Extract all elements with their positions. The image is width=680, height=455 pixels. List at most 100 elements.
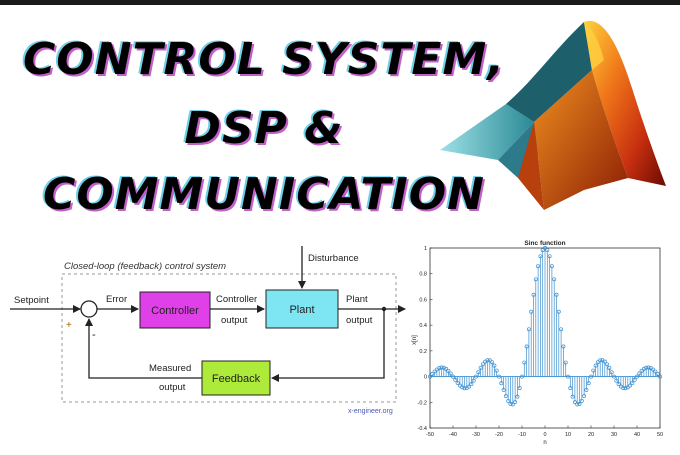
stem-marker xyxy=(510,402,515,407)
stem-marker xyxy=(526,327,531,332)
measured-output-label-1: Measured xyxy=(149,363,191,374)
stem-marker xyxy=(635,374,639,379)
stem-marker xyxy=(609,370,614,375)
stem-marker xyxy=(591,368,596,373)
stem-marker xyxy=(455,380,460,385)
stem-marker xyxy=(595,360,600,365)
stem-marker xyxy=(577,401,582,406)
stem-marker xyxy=(632,377,637,382)
stem-marker xyxy=(494,368,499,373)
stem-marker xyxy=(584,387,589,392)
stem-marker xyxy=(522,360,527,365)
stem-marker xyxy=(614,378,619,383)
stem-marker xyxy=(533,277,538,282)
error-label: Error xyxy=(106,294,127,305)
disturbance-label: Disturbance xyxy=(308,253,359,264)
stem-marker xyxy=(453,377,458,382)
sum-plus-sign: + xyxy=(66,320,72,331)
diagram-credit: x-engineer.org xyxy=(348,408,393,415)
stem-marker xyxy=(492,363,497,368)
stem-marker xyxy=(471,378,476,383)
stem-marker xyxy=(637,371,642,376)
stem-marker xyxy=(432,369,437,374)
summing-junction xyxy=(80,300,98,318)
stem-marker xyxy=(612,374,616,379)
stem-marker xyxy=(487,358,492,363)
stem-marker xyxy=(593,363,598,368)
stem-marker xyxy=(536,264,541,269)
stem-marker xyxy=(430,372,435,376)
control-block-diagram: Closed-loop (feedback) control system Se… xyxy=(10,246,406,415)
setpoint-label: Setpoint xyxy=(14,295,49,306)
plant-output-label-1: Plant xyxy=(346,294,368,305)
stem-marker xyxy=(568,386,573,391)
stem-marker xyxy=(628,383,633,388)
y-tick-label: 0.6 xyxy=(419,297,427,303)
x-tick-label: 30 xyxy=(611,432,617,438)
stem-marker xyxy=(554,292,559,297)
stem-marker xyxy=(474,374,478,379)
stem-marker xyxy=(480,362,485,367)
stem-marker xyxy=(605,362,610,367)
measured-output-label-2: output xyxy=(159,382,186,393)
y-tick-label: 1 xyxy=(424,246,427,252)
y-tick-label: 0.4 xyxy=(419,323,427,329)
system-boundary xyxy=(61,273,397,403)
stem-marker xyxy=(439,365,444,370)
controller-block xyxy=(139,291,211,329)
matlab-logo xyxy=(440,20,666,210)
stem-marker xyxy=(508,401,513,406)
x-tick-label: 20 xyxy=(588,432,594,438)
x-tick-label: 40 xyxy=(634,432,640,438)
x-tick-label: 0 xyxy=(543,432,546,438)
stem-marker xyxy=(570,394,575,399)
diagram-title: Closed-loop (feedback) control system xyxy=(64,261,226,272)
stem-marker xyxy=(499,381,504,386)
stem-marker xyxy=(579,398,584,403)
x-tick-label: 50 xyxy=(657,432,663,438)
x-tick-label: -20 xyxy=(495,432,503,438)
stem-marker xyxy=(545,248,550,253)
x-tick-label: -50 xyxy=(426,432,434,438)
stem-marker xyxy=(476,370,481,375)
stem-marker xyxy=(517,386,522,391)
stem-marker xyxy=(556,309,561,314)
stem-marker xyxy=(575,402,580,407)
stem-marker xyxy=(462,386,467,391)
stem-marker xyxy=(543,246,547,250)
stem-marker xyxy=(607,366,612,370)
stem-marker xyxy=(616,382,621,387)
stem-marker xyxy=(625,385,630,390)
y-tick-label: 0.2 xyxy=(419,349,427,355)
x-tick-label: 10 xyxy=(565,432,571,438)
stem-marker xyxy=(589,374,593,379)
stem-marker xyxy=(467,384,472,389)
stem-marker xyxy=(451,374,455,379)
stem-marker xyxy=(478,366,483,370)
stem-marker xyxy=(515,394,520,399)
stem-marker xyxy=(561,344,566,349)
stem-marker xyxy=(644,365,649,370)
headline-line-2: DSP & xyxy=(184,103,344,154)
plant-block-label: Plant xyxy=(289,304,314,316)
stem-marker xyxy=(658,374,662,379)
plot-x-label: n xyxy=(543,440,546,446)
stem-marker xyxy=(520,374,524,379)
stem-marker xyxy=(586,381,591,386)
stem-marker xyxy=(485,358,490,363)
stem-marker xyxy=(503,394,508,398)
x-tick-label: -10 xyxy=(518,432,526,438)
stem-marker xyxy=(549,264,554,269)
stem-marker xyxy=(501,387,506,392)
y-tick-label: 0.8 xyxy=(419,272,427,278)
stem-marker xyxy=(630,380,635,385)
plant-output-label-2: output xyxy=(346,315,373,326)
plot-title: Sinc function xyxy=(524,240,565,247)
stem-marker xyxy=(448,371,453,376)
y-tick-label: -0.4 xyxy=(418,426,427,432)
x-tick-label: -40 xyxy=(449,432,457,438)
stem-marker xyxy=(524,344,529,349)
controller-block-label: Controller xyxy=(151,305,199,317)
stem-marker xyxy=(566,374,570,379)
stem-marker xyxy=(428,374,432,379)
